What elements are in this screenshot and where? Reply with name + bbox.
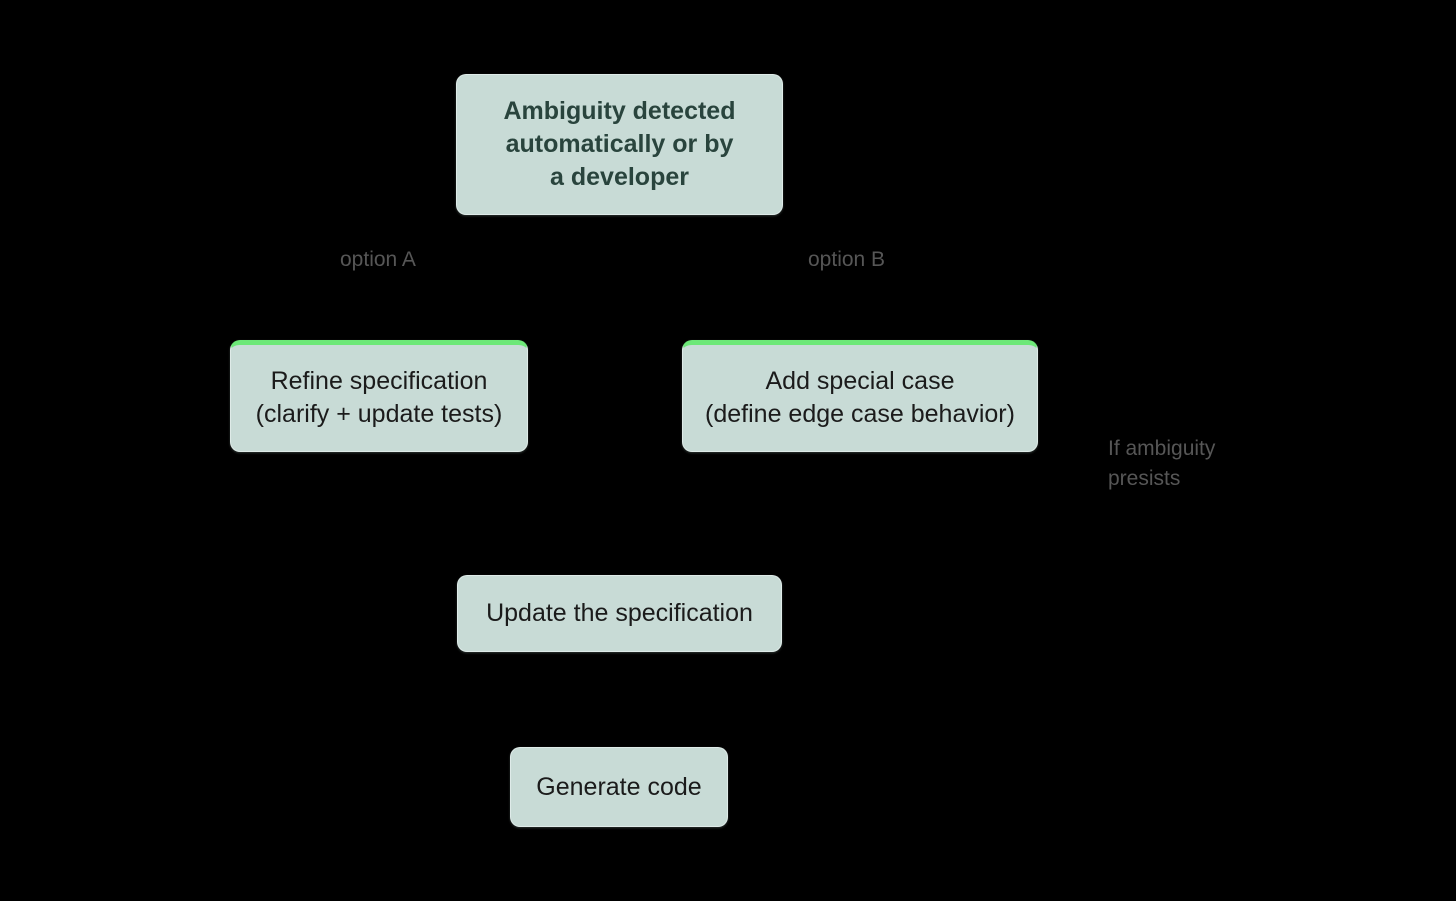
node-refine-line2: (clarify + update tests) [255,400,503,428]
node-generate-code-label: Generate code [536,772,702,801]
node-special-case-line2: (define edge case behavior) [705,400,1015,428]
edge-label-if-ambiguity-persists: If ambiguity presists [1108,434,1248,494]
edge-label-option-a: option A [340,248,416,271]
node-refine-line1: Refine specification [270,367,488,395]
node-ambiguity-line3: a developer [550,163,689,191]
edge-label-if-ambiguity-line1: If ambiguity [1108,437,1216,460]
node-add-special-case: Add special case (define edge case behav… [682,340,1038,452]
node-update-specification-label: Update the specification [486,599,753,627]
edge-label-if-ambiguity-line2: presists [1108,467,1181,490]
node-ambiguity-line2: automatically or by [505,130,734,158]
edge-label-option-b: option B [808,248,886,271]
node-special-case-line1: Add special case [765,367,955,395]
node-update-specification: Update the specification [457,575,782,652]
node-generate-code: Generate code [510,747,728,827]
node-ambiguity-detected: Ambiguity detected automatically or by a… [456,74,783,215]
node-ambiguity-line1: Ambiguity detected [503,97,736,125]
node-refine-specification: Refine specification (clarify + update t… [230,340,528,452]
